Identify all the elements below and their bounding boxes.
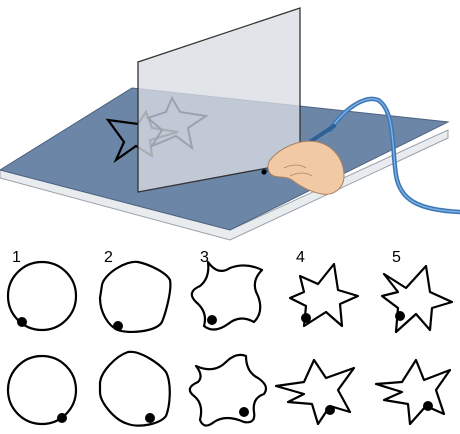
start-dot bbox=[207, 315, 217, 325]
start-dot bbox=[17, 317, 27, 327]
shape-sharp-star-bottom bbox=[274, 358, 356, 426]
panel-label-2: 2 bbox=[104, 249, 113, 266]
shape-curved-star-top bbox=[190, 260, 264, 331]
shape-sharp-star-top bbox=[288, 262, 360, 328]
shape-sharp-star-5-top bbox=[380, 264, 454, 334]
shape-circle-top bbox=[6, 260, 78, 332]
panel-label-1: 1 bbox=[12, 249, 21, 266]
start-dot bbox=[145, 413, 155, 423]
shape-curved-star-bottom bbox=[188, 353, 268, 427]
start-dot bbox=[423, 401, 433, 411]
shape-circle-bottom bbox=[6, 354, 78, 426]
apparatus-scene bbox=[0, 7, 460, 241]
top-row-shapes bbox=[6, 260, 454, 334]
shape-pentagon-bottom bbox=[98, 350, 171, 427]
shape-pentagon-top bbox=[98, 260, 172, 333]
panel-label-3: 3 bbox=[200, 249, 209, 266]
start-dot bbox=[395, 311, 405, 321]
start-dot bbox=[57, 413, 67, 423]
start-dot bbox=[113, 321, 123, 331]
star-reflection bbox=[146, 95, 209, 151]
panel-label-4: 4 bbox=[296, 249, 305, 266]
bottom-row-shapes bbox=[6, 350, 452, 427]
panel-labels: 1 2 3 4 5 bbox=[12, 249, 401, 266]
shape-sharp-star-5-bottom bbox=[374, 358, 452, 426]
stylus-tip bbox=[261, 169, 267, 175]
start-dot bbox=[239, 407, 249, 417]
start-dot bbox=[325, 405, 335, 415]
start-dot bbox=[301, 313, 311, 323]
pen-cable-highlight bbox=[329, 98, 460, 213]
panel-label-5: 5 bbox=[392, 249, 401, 266]
hand-finger-lines bbox=[283, 164, 313, 177]
